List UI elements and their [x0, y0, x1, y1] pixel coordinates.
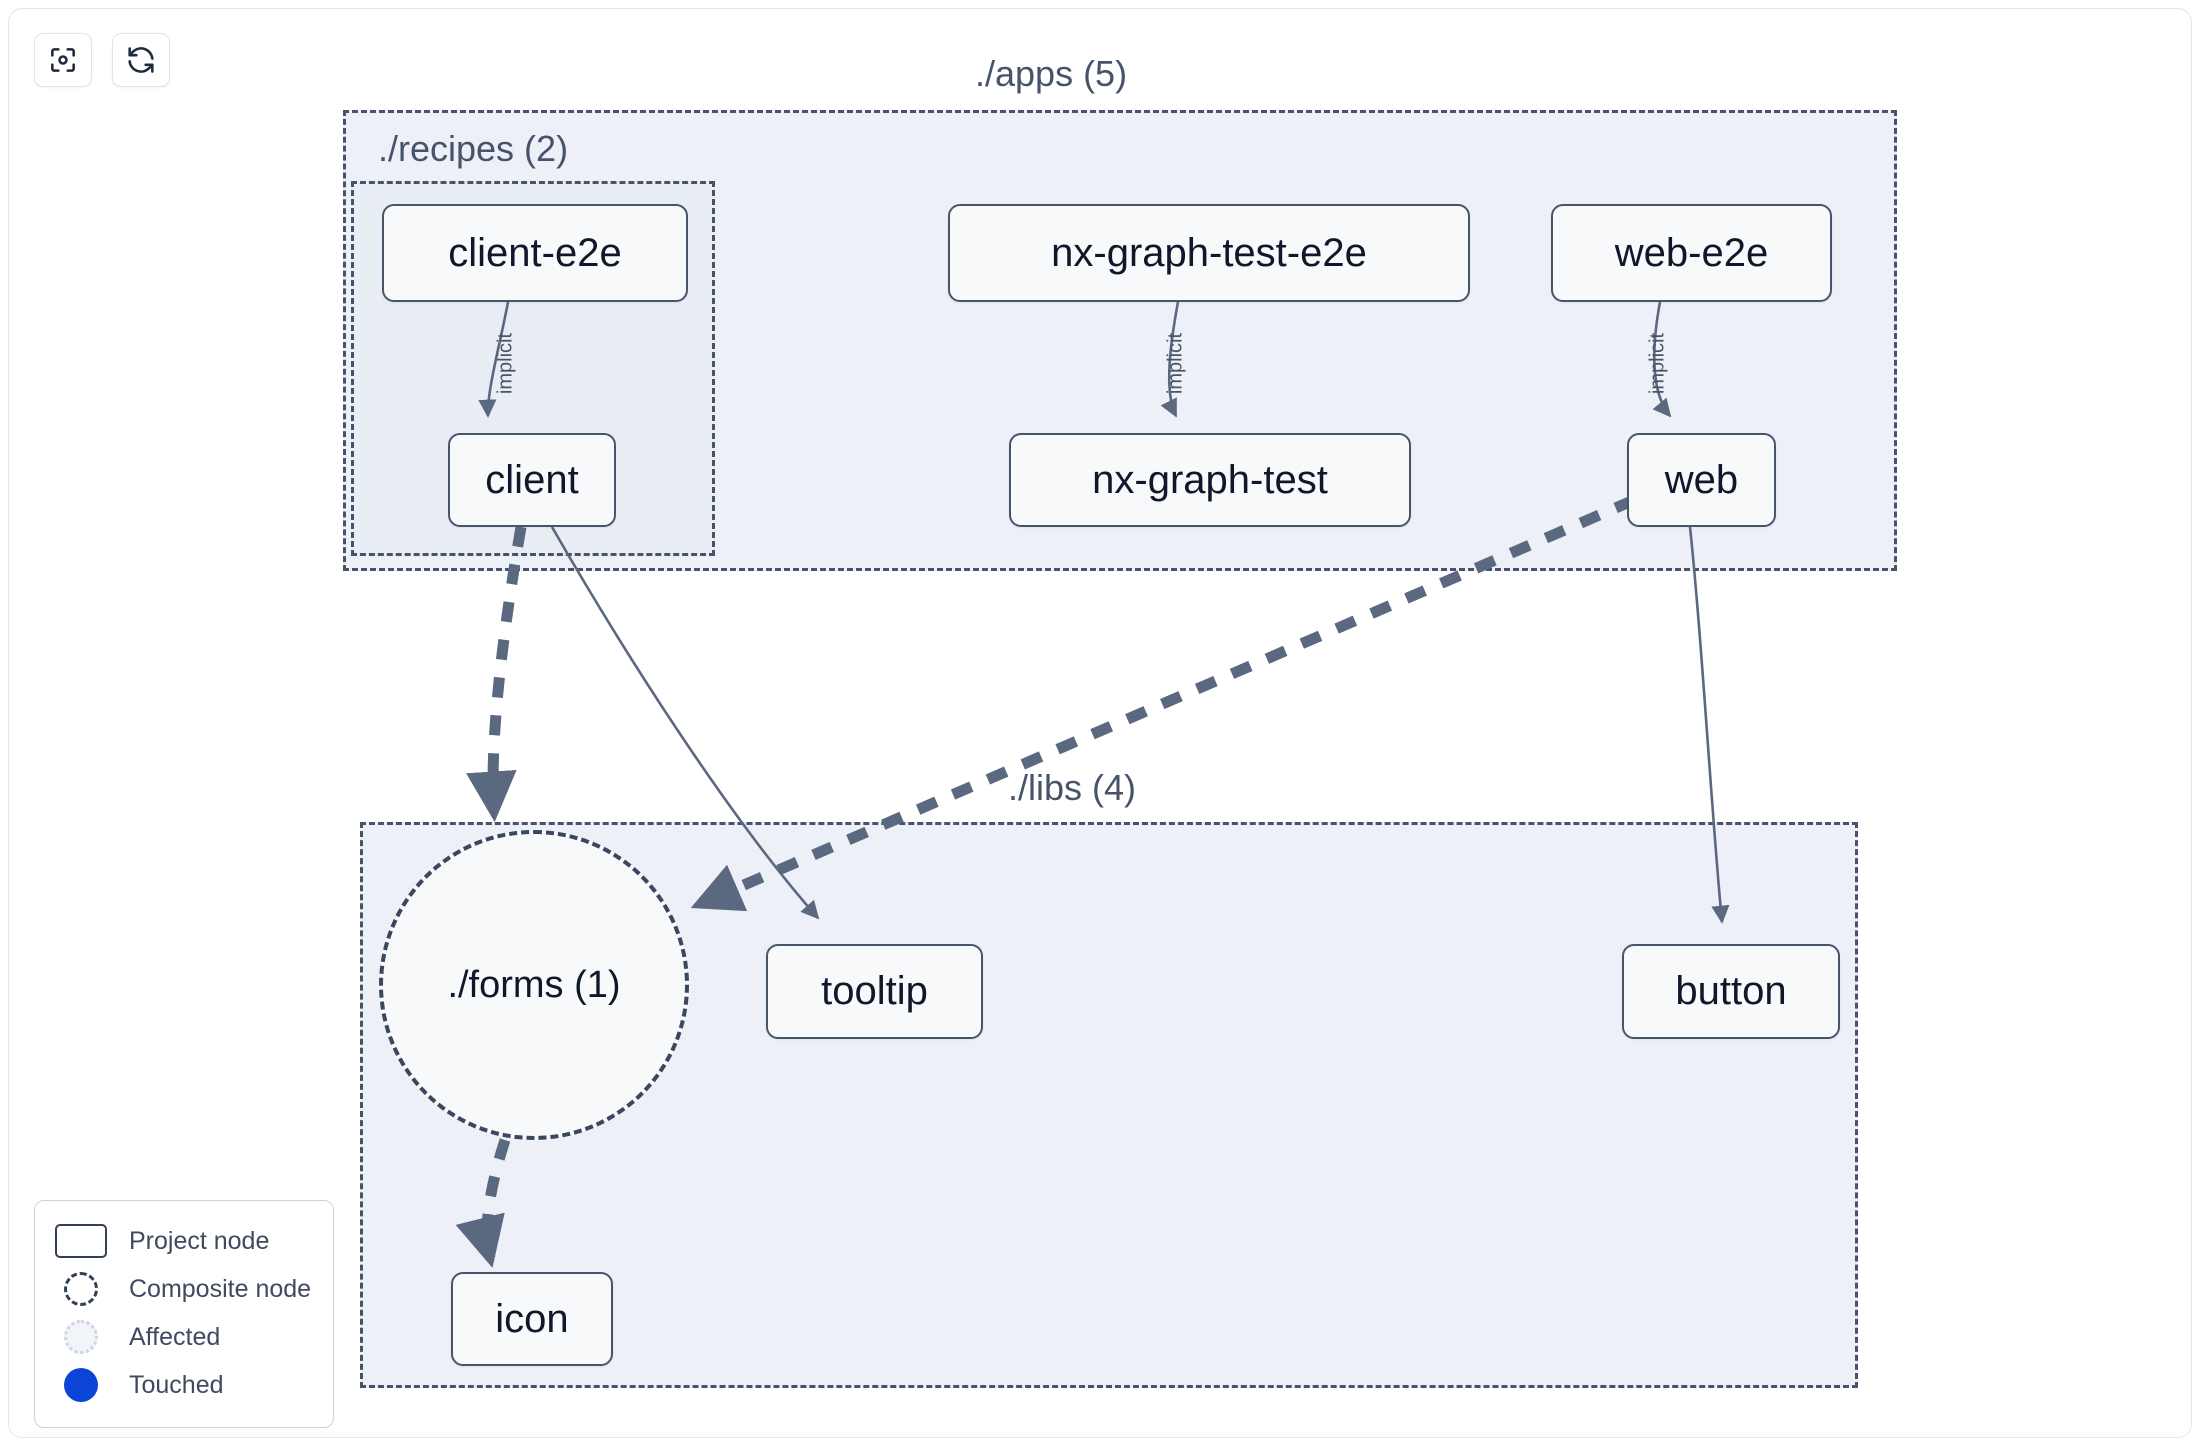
- legend-label-composite-node: Composite node: [129, 1274, 312, 1303]
- node-nx-graph-test[interactable]: nx-graph-test: [1009, 433, 1411, 527]
- refresh-icon: [125, 44, 157, 76]
- legend-label-affected: Affected: [129, 1322, 221, 1351]
- legend-item-affected: Affected: [53, 1313, 315, 1361]
- affected-node-icon: [53, 1320, 109, 1354]
- legend-item-touched: Touched: [53, 1361, 315, 1409]
- node-forms-composite[interactable]: ./forms (1): [379, 830, 689, 1140]
- group-recipes-label: ./recipes (2): [378, 128, 569, 169]
- node-client[interactable]: client: [448, 433, 616, 527]
- graph-legend: Project node Composite node Affected Tou…: [34, 1200, 334, 1428]
- node-button[interactable]: button: [1622, 944, 1840, 1039]
- group-apps-label: ./apps (5): [975, 53, 1128, 94]
- node-web[interactable]: web: [1627, 433, 1776, 527]
- group-libs-label: ./libs (4): [1008, 767, 1137, 808]
- node-web-e2e[interactable]: web-e2e: [1551, 204, 1832, 302]
- focus-target-icon: [47, 44, 79, 76]
- node-client-e2e[interactable]: client-e2e: [382, 204, 688, 302]
- focus-graph-button[interactable]: [34, 33, 92, 87]
- project-node-icon: [53, 1224, 109, 1258]
- node-tooltip[interactable]: tooltip: [766, 944, 983, 1039]
- legend-item-project-node: Project node: [53, 1217, 315, 1265]
- node-icon[interactable]: icon: [451, 1272, 613, 1366]
- node-nx-graph-test-e2e[interactable]: nx-graph-test-e2e: [948, 204, 1470, 302]
- legend-label-touched: Touched: [129, 1370, 224, 1399]
- legend-item-composite-node: Composite node: [53, 1265, 315, 1313]
- composite-node-icon: [53, 1272, 109, 1306]
- refresh-graph-button[interactable]: [112, 33, 170, 87]
- legend-label-project-node: Project node: [129, 1226, 270, 1255]
- touched-node-icon: [53, 1368, 109, 1402]
- graph-toolbar: [34, 33, 170, 87]
